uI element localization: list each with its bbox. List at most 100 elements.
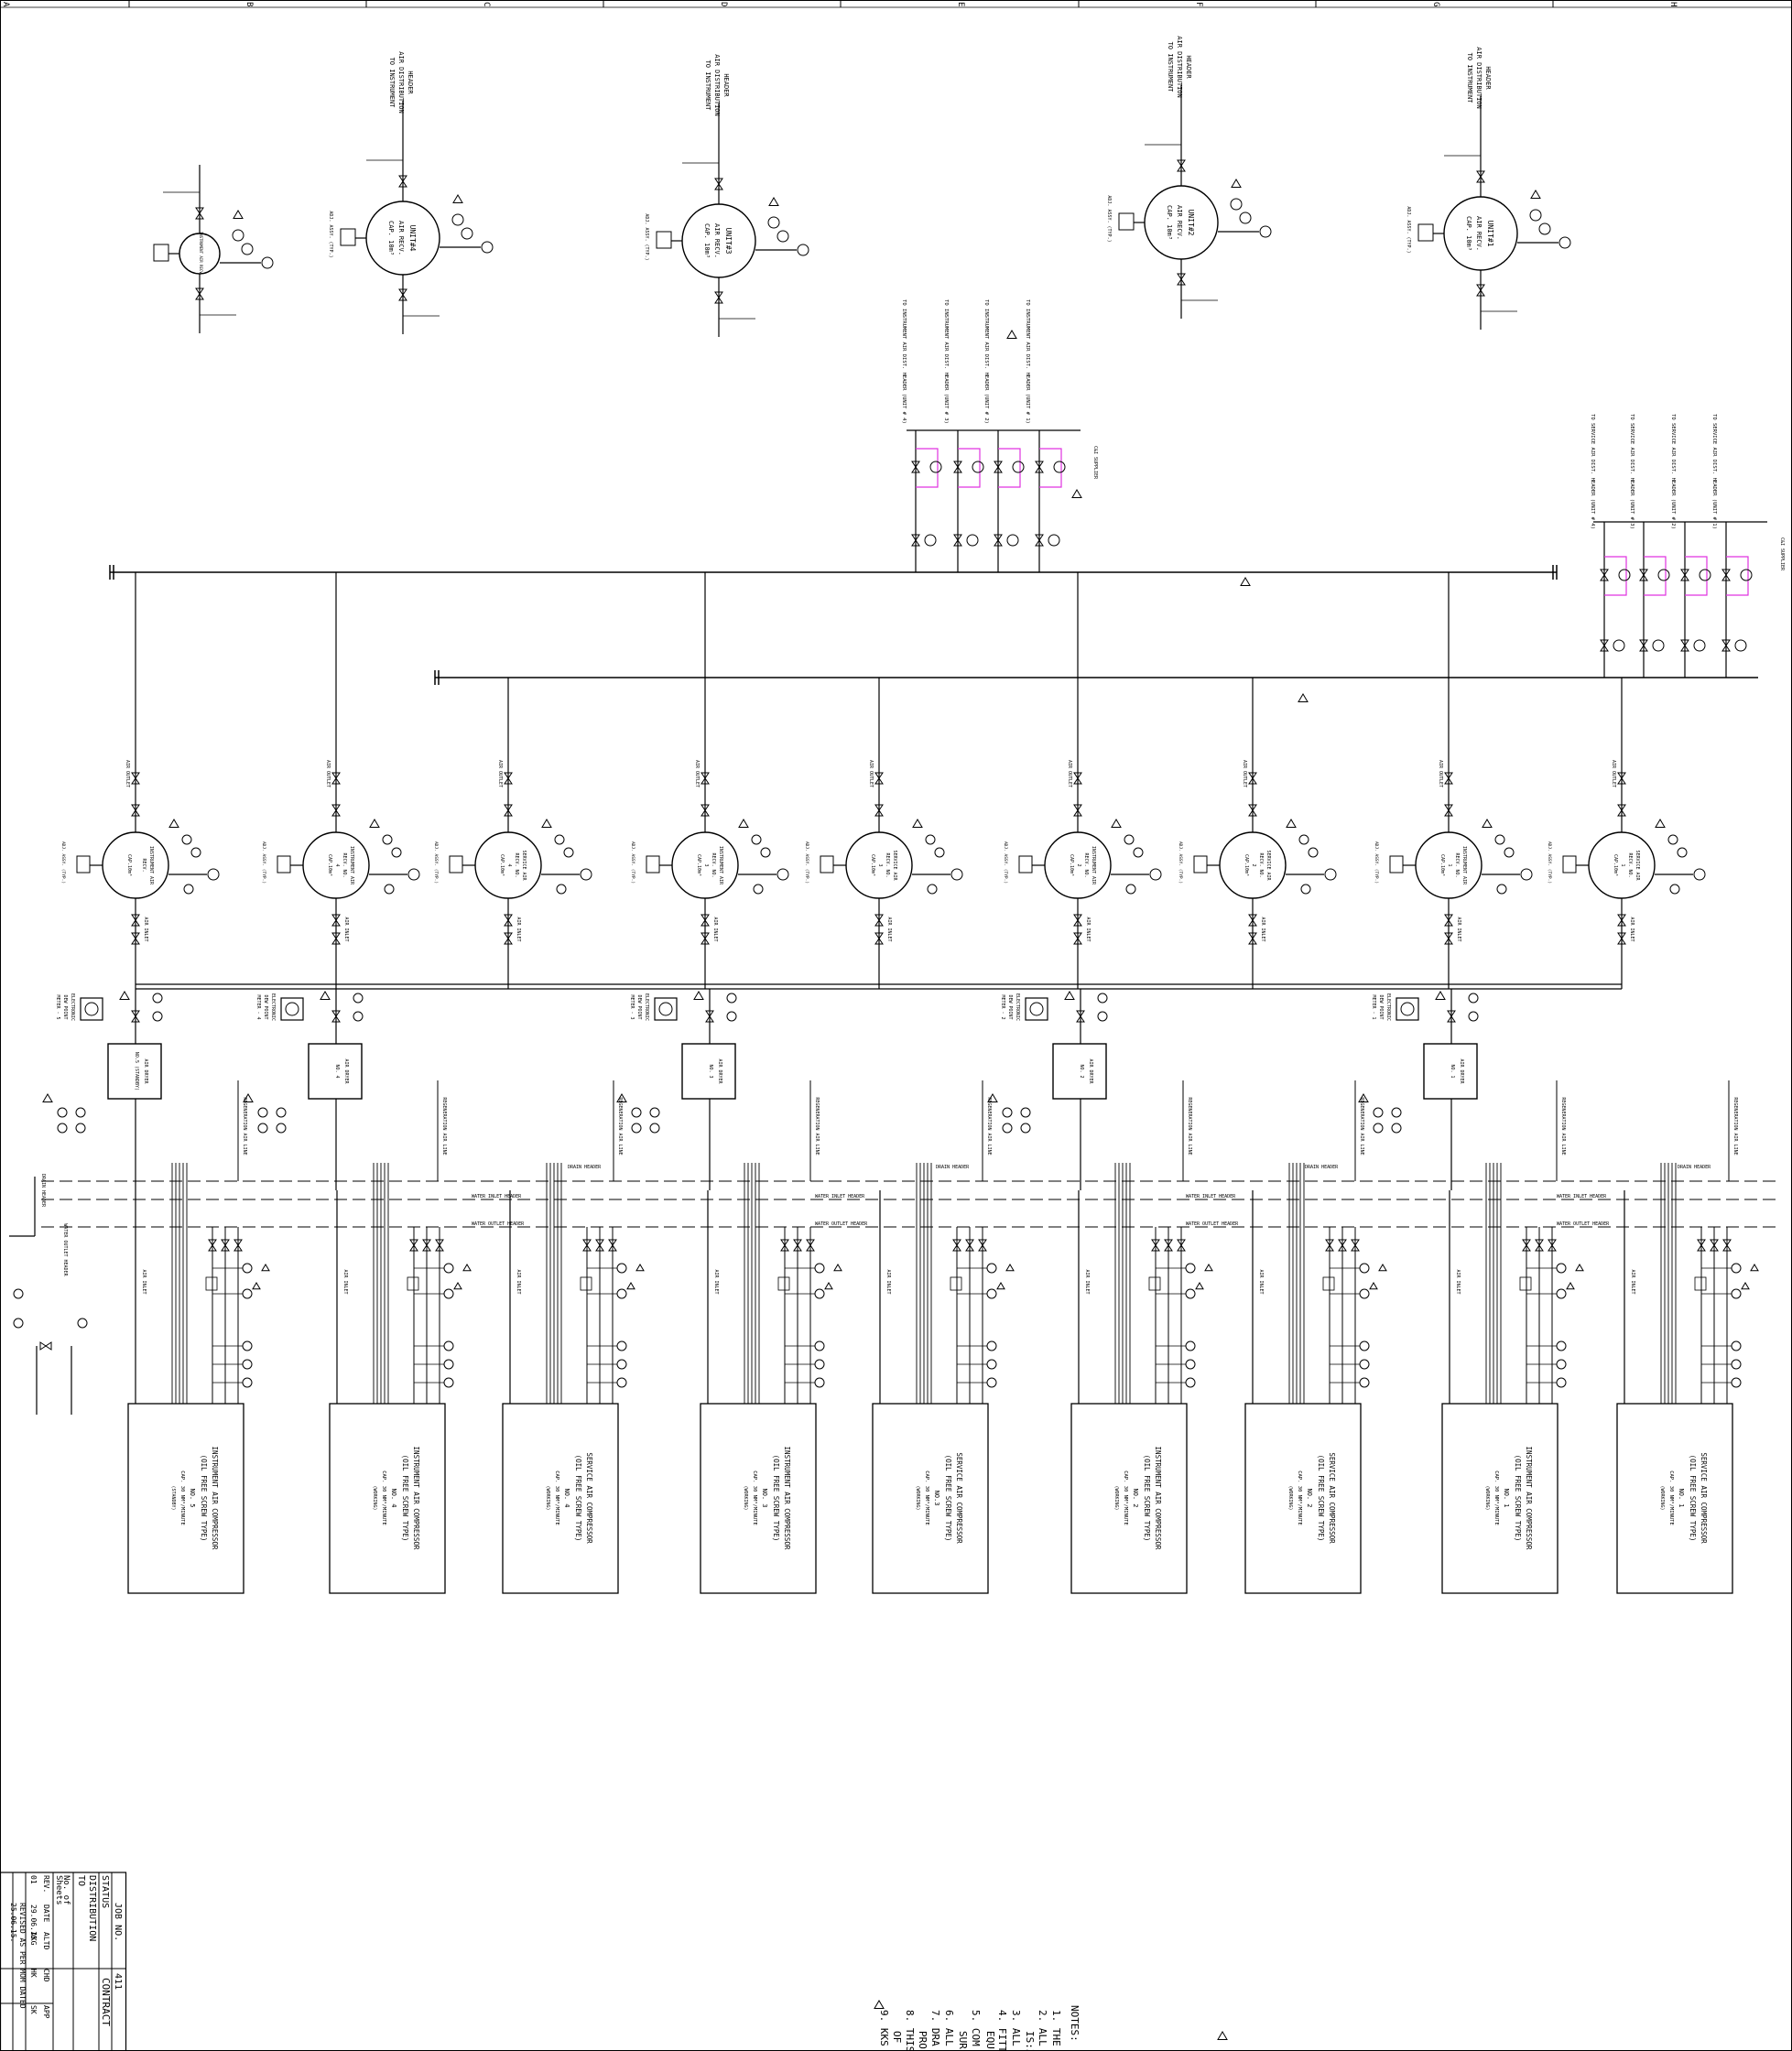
valve-icon	[911, 461, 920, 473]
instrument-bubble-icon	[1359, 1377, 1370, 1388]
valve-icon	[131, 1010, 140, 1017]
valve-icon	[874, 777, 884, 785]
instrument-bubble-icon	[407, 868, 420, 881]
drain-header-label: DRAIN HEADER	[40, 1174, 46, 1208]
compressor-sub: (OIL FREE SCREW TYPE)	[200, 1455, 208, 1542]
instrument-bubble-icon	[1308, 847, 1319, 858]
valve-icon	[1535, 1244, 1544, 1252]
valve-icon	[1325, 1239, 1334, 1246]
dist-header-label: TO INSTRUMENT AIR DIST. HEADER (UNIT # 2…	[983, 299, 989, 424]
instrument-bubble-icon	[554, 834, 565, 845]
valve-icon	[504, 772, 513, 785]
compressor-box	[127, 1403, 244, 1594]
air-headers	[109, 565, 1758, 702]
compressor-box	[329, 1403, 446, 1594]
valve-icon	[131, 804, 140, 811]
valve-icon	[793, 1239, 802, 1252]
note-line: 7. DRA	[929, 2010, 941, 2046]
valve-icon	[1073, 914, 1082, 927]
compressor-package: SERVICE AIR COMPRESSOR(OIL FREE SCREW TY…	[1244, 1163, 1387, 1594]
instrument-bubble-icon	[13, 1318, 24, 1329]
valve-icon	[1617, 772, 1626, 785]
regeneration-line: REGENERATION AIR LINE	[237, 1080, 247, 1181]
to-header-label: AIR DISTRIBUTION	[397, 51, 405, 113]
compressor-sub: (OIL FREE SCREW TYPE)	[1689, 1455, 1697, 1542]
instrument-bubble-icon	[760, 847, 771, 858]
receiver-cap: CAP.10m³	[126, 854, 132, 876]
valve-icon	[131, 914, 140, 921]
receiver-desc: INSTRUMENT AIR RECV.	[199, 232, 203, 276]
instrument-bubble-icon	[1020, 1107, 1031, 1118]
meter-label: METER - 2	[1000, 994, 1005, 1019]
water-outlet-label: WATER OUTLET HEADER	[472, 1221, 525, 1227]
dist-header-label: TO INSTRUMENT AIR DIST. HEADER (UNIT # 1…	[1025, 299, 1030, 424]
valve-icon	[1248, 804, 1257, 817]
compressor-type: INSTRUMENT AIR COMPRESSOR	[1525, 1447, 1533, 1550]
compressor-box	[1244, 1403, 1362, 1594]
valve-icon	[1617, 919, 1626, 927]
compressor-cap: CAP. 30 NM³/MINUTE	[924, 1470, 930, 1525]
instrument-bubble-icon	[183, 884, 194, 895]
instrument-bubble-icon	[616, 1263, 627, 1274]
instrument-bubble-icon	[1731, 1340, 1742, 1351]
instrument-bubble-icon	[242, 1359, 253, 1370]
valve-icon	[422, 1239, 431, 1246]
valve-icon	[1351, 1239, 1360, 1246]
valve-icon	[1722, 1239, 1732, 1252]
job-no: 411	[113, 1973, 123, 1990]
instrument-bubble-icon	[726, 1011, 737, 1022]
drain-header-label: DRAIN HEADER	[1678, 1165, 1711, 1170]
valve-icon	[806, 1244, 815, 1252]
instrument-bubble-icon	[1494, 834, 1505, 845]
note-line: 2. ALL	[1037, 2010, 1048, 2046]
water-inlet-label: WATER INLET HEADER	[1186, 1194, 1236, 1199]
compressor-sub: (OIL FREE SCREW TYPE)	[1514, 1455, 1522, 1542]
valve-icon	[965, 1239, 974, 1246]
valve-icon	[504, 938, 513, 945]
compressor-no: NO. 2	[1306, 1488, 1313, 1507]
rev-desc: REVISED AS PER MOM DATED	[18, 1903, 27, 2009]
dryer-name: NO. 3	[708, 1064, 713, 1078]
strainer-box	[407, 1276, 419, 1291]
air-inlet-label: AIR INLET	[516, 1269, 521, 1294]
valve-icon	[1639, 574, 1648, 581]
compressor-sub: (OIL FREE SCREW TYPE)	[401, 1455, 409, 1542]
instrument-bubble-icon	[1259, 225, 1272, 238]
valve-icon	[1680, 574, 1689, 581]
compressor-box	[502, 1403, 619, 1594]
regeneration-line: REGENERATION AIR LINE	[1354, 1080, 1364, 1181]
revision-triangle-icon	[874, 2000, 885, 2009]
revision-triangle-icon	[1111, 819, 1122, 828]
rev-header: APP	[42, 2005, 50, 2019]
air-inlet-label: AIR INLET	[713, 1269, 719, 1294]
rev-cell: 01	[29, 1875, 38, 1884]
top-receiver: INSTRUMENT AIR RECV.	[153, 165, 274, 333]
valve-icon	[208, 1239, 217, 1252]
valve-icon	[1338, 1244, 1347, 1252]
valve-icon	[705, 1010, 714, 1017]
valve-icon	[331, 1010, 341, 1023]
instrument-bubble-icon	[1324, 868, 1337, 881]
instrument-bubble-icon	[232, 229, 244, 242]
dryer-name: AIR DRYER	[1088, 1058, 1093, 1084]
compressor-duty: (WORKING)	[1484, 1485, 1490, 1510]
compressor-duty: (WORKING)	[545, 1485, 550, 1510]
receiver-name: 4	[506, 863, 512, 866]
instrument-bubble-icon	[152, 993, 163, 1004]
compressor-box	[872, 1403, 989, 1594]
revision-triangle-icon	[119, 991, 130, 1000]
valve-icon	[1680, 645, 1689, 652]
note-line: PRO	[917, 2031, 929, 2049]
valve-icon	[1248, 938, 1257, 945]
valve-icon	[1164, 1244, 1173, 1252]
valve-icon	[409, 1239, 418, 1246]
dist-header-label: TO SERVICE AIR DIST. HEADER (UNIT # 4)	[1590, 414, 1595, 529]
adj-assy-label: ADJ. ASSY. (TYP.)	[630, 841, 635, 884]
revision-triangle-icon	[1378, 1264, 1387, 1272]
bypass-line	[1726, 556, 1749, 596]
valve-icon	[234, 1244, 243, 1252]
water-outlet-label: WATER OUTLET HEADER	[815, 1221, 868, 1227]
instrument-bubble-icon	[1618, 569, 1631, 581]
valve-icon	[1444, 804, 1453, 817]
